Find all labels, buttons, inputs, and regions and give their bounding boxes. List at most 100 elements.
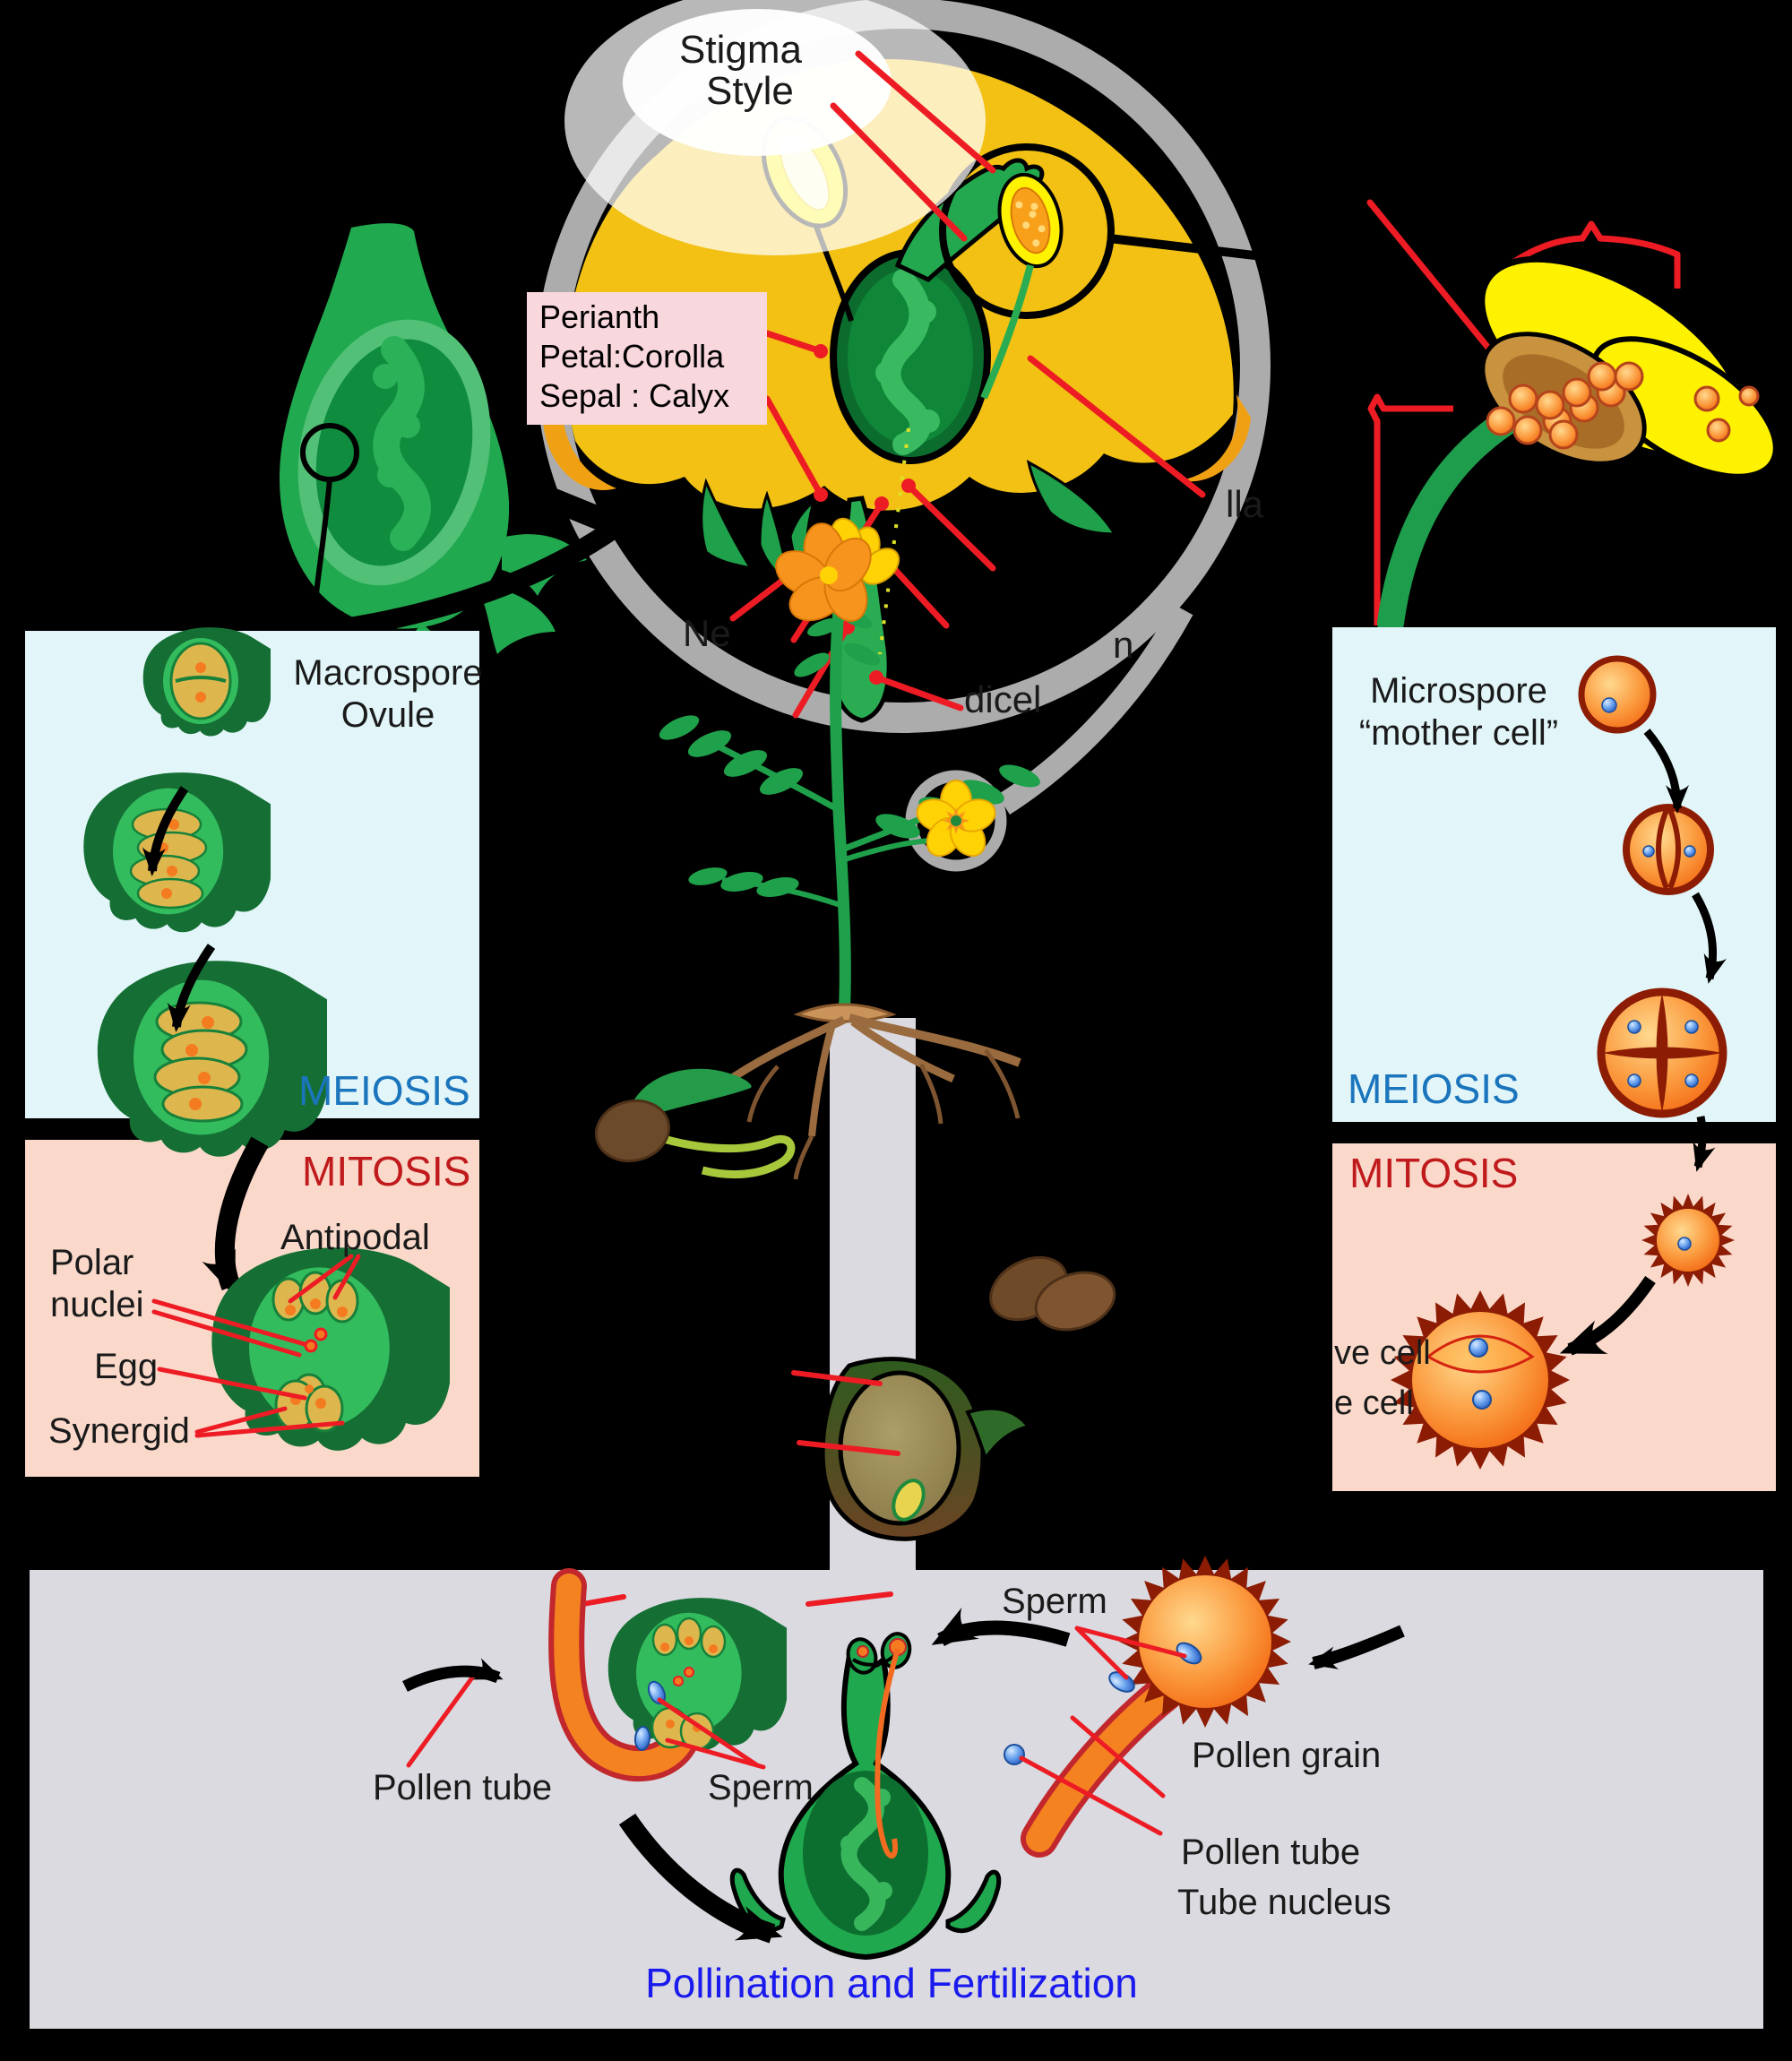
sperm-to-stigma-arrow xyxy=(931,1607,1071,1647)
pollen-tube-label-left: Pollen tube xyxy=(373,1768,553,1807)
anther-right xyxy=(997,172,1064,269)
generative-nucleus xyxy=(1469,1338,1488,1358)
axis-dashed-line xyxy=(878,427,910,655)
ovule-zoom-line xyxy=(313,479,332,603)
sepal-leader xyxy=(763,395,824,498)
petal-leader xyxy=(763,330,824,355)
microspore-stage-2 xyxy=(1623,804,1714,895)
sperm-nucleus xyxy=(633,1726,651,1751)
microspore-stage-1 xyxy=(1578,655,1657,734)
sepal-calyx-line: Sepal : Calyx xyxy=(539,376,730,414)
tube-cell-label-fragment: e cell xyxy=(1334,1384,1414,1422)
pollen-tube-curve xyxy=(554,1574,695,1777)
antipodal-label: Antipodal xyxy=(280,1218,430,1257)
pollinated-pistil xyxy=(729,1632,1002,1961)
hypocotyl-hook xyxy=(638,1126,796,1179)
growing-pollen-tube xyxy=(874,1648,900,1859)
funiculus xyxy=(965,1406,1032,1463)
synergid-cell xyxy=(305,1384,344,1433)
young-pollen-grain xyxy=(1641,1194,1735,1287)
nectary-label-fragment: Ne xyxy=(683,612,731,654)
perianth-line: Perianth xyxy=(539,298,660,335)
pedicel-label-fragment: dicel xyxy=(964,678,1042,720)
tube-nucleus-dot xyxy=(1004,1744,1025,1765)
zoom-connector-line xyxy=(1108,234,1370,273)
corolla-leader xyxy=(1027,355,1206,498)
fertilized-ovule-group xyxy=(548,1568,787,1782)
style-leader xyxy=(830,102,968,242)
pollen-tube-leader xyxy=(1070,1715,1166,1798)
antipodal-leader xyxy=(288,1254,354,1304)
ovule-to-pistil-arrow xyxy=(618,1813,783,1944)
stamen-label-fragment: n xyxy=(1113,624,1134,666)
grain-maturing-arrow xyxy=(1559,1276,1656,1356)
pollen-mass xyxy=(1486,361,1760,450)
mitosis-label-right: MITOSIS xyxy=(1349,1150,1519,1196)
microspore-mother-cell-label: Microspore “mother cell” xyxy=(1342,670,1575,755)
pollination-fertilization-caption: Pollination and Fertilization xyxy=(645,1960,1138,2006)
sperm-leader xyxy=(665,1738,766,1770)
ovule-bump xyxy=(917,410,940,433)
meiosis-label-right: MEIOSIS xyxy=(1348,1065,1520,1112)
macrospore-line: Macrospore xyxy=(293,653,483,693)
arrow-to-grain xyxy=(1308,1625,1405,1669)
sepal xyxy=(1026,460,1117,536)
polar-nucleus xyxy=(314,1327,328,1341)
embryo xyxy=(892,1479,926,1522)
germinating-grain xyxy=(857,1645,869,1658)
macrospore-ovule-label: Macrospore Ovule xyxy=(285,652,491,737)
synergid-leader xyxy=(194,1406,288,1435)
pollen-tube-label-right: Pollen tube xyxy=(1181,1832,1361,1872)
placenta-ovules xyxy=(373,336,431,551)
maturing-seed xyxy=(791,1357,1032,1541)
stage-arrow xyxy=(142,786,189,876)
pedicel-leader xyxy=(873,674,964,711)
adult-plant xyxy=(659,517,1040,1021)
ovary-to-panel-arrow xyxy=(301,519,623,647)
filament-right xyxy=(980,263,1034,400)
mitosis-label-left: MITOSIS xyxy=(302,1148,471,1194)
petal-shadow-right xyxy=(1181,394,1251,482)
polar-nuclei-label: Polar nuclei xyxy=(50,1242,144,1326)
polar-leader xyxy=(151,1298,307,1347)
ovary-wall-leader xyxy=(883,557,950,629)
plant-flowers xyxy=(775,517,900,622)
corolla-label-fragment: lla xyxy=(1226,483,1264,525)
mitosis-arrow-left xyxy=(202,1136,269,1298)
ovary-inner xyxy=(848,269,973,444)
seedling xyxy=(594,1068,796,1179)
seed-husk xyxy=(594,1099,671,1163)
polar-leader xyxy=(151,1309,302,1358)
synergid-label: Synergid xyxy=(48,1411,190,1451)
ovary-closeup xyxy=(280,223,623,672)
synergid-leader xyxy=(194,1420,345,1438)
mature-pollen-grain xyxy=(1391,1290,1570,1470)
generative-cell-label-fragment: ve cell xyxy=(1334,1334,1431,1372)
embryo-sac xyxy=(211,1247,450,1451)
stage-arrow xyxy=(167,944,216,1032)
sperm-leader xyxy=(1075,1626,1129,1680)
tube-nucleus-leader xyxy=(1019,1755,1163,1836)
tube-nucleus-dot xyxy=(1472,1390,1492,1410)
microspore-line1: Microspore xyxy=(1370,671,1547,711)
egg-label: Egg xyxy=(94,1347,159,1386)
sperm-label-left: Sperm xyxy=(708,1768,814,1807)
seed-leaders xyxy=(791,1370,900,1456)
highlight-core xyxy=(623,9,892,156)
cutaway-filament xyxy=(1377,401,1532,636)
tube-nucleus-label: Tube nucleus xyxy=(1177,1883,1391,1922)
stage-arrow xyxy=(1643,729,1689,814)
megaspore-stage-3 xyxy=(97,961,327,1157)
egg-leader xyxy=(157,1367,307,1401)
stage-arrow xyxy=(1692,892,1727,984)
perianth-label-box: Perianth Petal:Corolla Sepal : Calyx xyxy=(527,292,767,425)
leaves xyxy=(659,608,1040,897)
petal-corolla-line: Petal:Corolla xyxy=(539,337,725,375)
microspore-line2: “mother cell” xyxy=(1358,713,1559,754)
stamen-brackets xyxy=(1367,220,1681,625)
ovule-line: Ovule xyxy=(340,695,435,736)
sperm-label-right: Sperm xyxy=(1002,1582,1107,1621)
sperm-nucleus xyxy=(1176,1642,1202,1665)
embryo-sac-leaders xyxy=(151,1254,361,1438)
